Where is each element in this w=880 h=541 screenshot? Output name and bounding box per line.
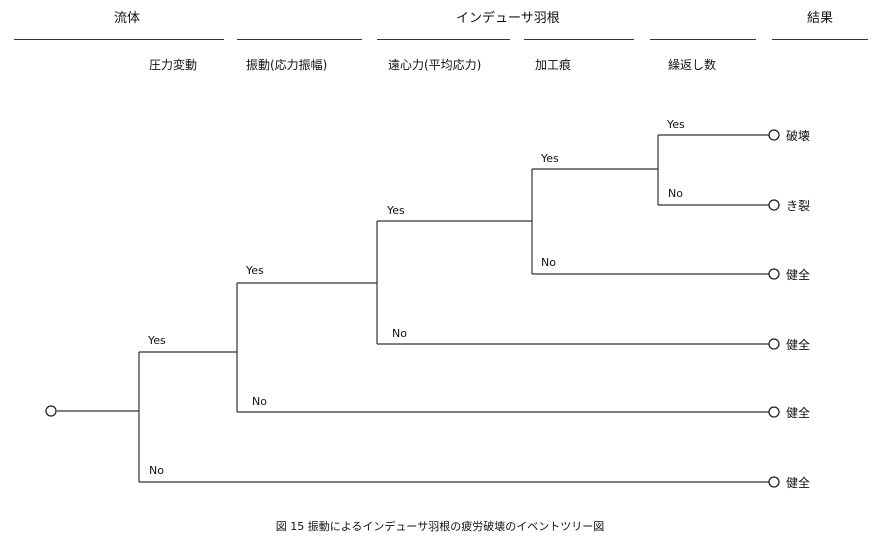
outcome-circle-icon [768, 338, 780, 350]
node2-no-label: No [252, 395, 267, 408]
outcome-circle-icon [768, 129, 780, 141]
node5-yes-label: Yes [666, 118, 685, 131]
outcome-crack: き裂 [786, 199, 810, 213]
node2-yes-label: Yes [245, 264, 264, 277]
header-rule-5 [650, 39, 756, 40]
node1-no-label: No [149, 464, 164, 477]
outcome-circle-icon [768, 268, 780, 280]
outcome-fracture: 破壊 [786, 128, 810, 143]
node3-yes-label: Yes [386, 204, 405, 217]
stage-machining-mark: 加工痕 [535, 58, 572, 72]
outcome-circle-icon [768, 476, 780, 488]
header-rule-2 [237, 39, 362, 40]
node5-no-label: No [668, 187, 683, 200]
header-rule-3 [377, 39, 510, 40]
node1-yes-label: Yes [147, 334, 166, 347]
root-circle-icon [45, 405, 57, 417]
outcome-circle-icon [768, 406, 780, 418]
node4-yes-label: Yes [540, 152, 559, 165]
node3-no-label: No [392, 327, 407, 340]
figure-caption: 図 15 振動によるインデューサ羽根の疲労破壊のイベントツリー図 [275, 520, 605, 533]
category-result: 結果 [807, 11, 834, 26]
stage-pressure-fluctuation: 圧力変動 [149, 58, 198, 72]
outcome-circle-icon [768, 199, 780, 211]
header-rule-1 [14, 39, 224, 40]
outcome-sound: 健全 [786, 405, 810, 420]
header-rule-4 [524, 39, 634, 40]
outcome-sound: 健全 [786, 337, 810, 352]
header-rule-6 [772, 39, 868, 40]
stage-centrifugal-force: 遠心力(平均応力) [388, 58, 482, 72]
outcome-sound: 健全 [786, 267, 810, 282]
outcome-sound: 健全 [786, 475, 810, 490]
node4-no-label: No [541, 256, 556, 269]
category-impeller: インデューサ羽根 [456, 11, 560, 26]
stage-cycle-count: 繰返し数 [668, 58, 717, 72]
category-fluid: 流体 [114, 11, 141, 26]
stage-vibration: 振動(応力振幅) [246, 58, 328, 72]
